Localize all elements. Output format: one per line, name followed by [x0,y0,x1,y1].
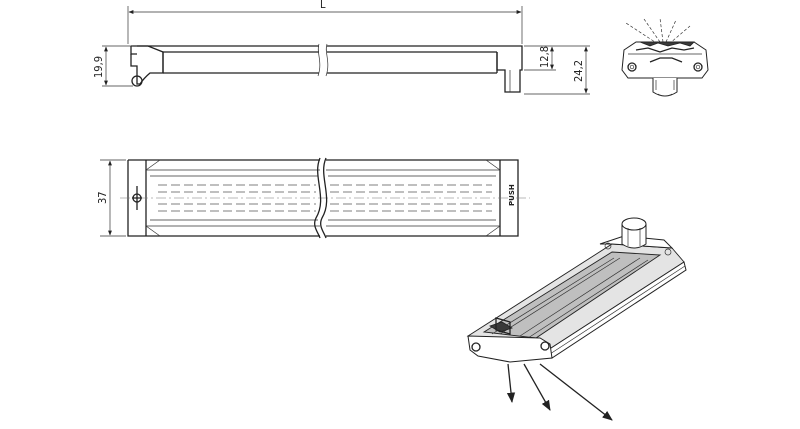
profile-height-dimension-label: 12,8 [538,46,551,68]
push-label: PUSH [508,184,516,206]
width-dimension-label: 37 [96,191,109,204]
side-view: L 19,9 12,8 24, [92,0,590,95]
end-view [621,17,709,97]
length-dimension-label: L [320,0,326,11]
side-profile [130,43,523,93]
side-height-dimension-label: 19,9 [92,56,105,78]
isometric-view [466,217,687,421]
total-height-dimension-label: 24,2 [572,60,585,82]
top-view: PUSH 37 [96,157,530,239]
